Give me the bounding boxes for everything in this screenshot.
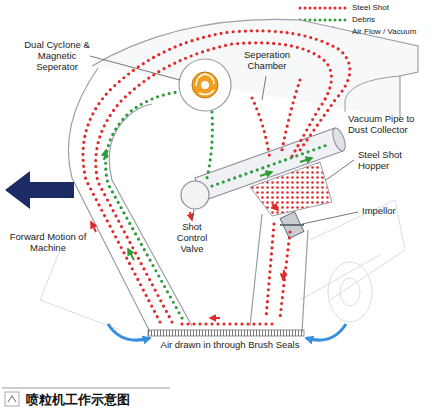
debris-path [212, 144, 330, 186]
debris-arrow [104, 150, 106, 160]
caption-anchor: 喷粒机工作示意图 [26, 391, 130, 409]
wheel [328, 262, 372, 322]
shot-arrow [91, 222, 96, 232]
part-label-anchor: Dual Cyclone & Magnetic Seperator [22, 40, 92, 73]
part-label: Forward Motion of Machine [6, 232, 90, 254]
pipe-mouth [330, 127, 348, 153]
legend-entry: Air Flow / Vacuum [352, 27, 416, 37]
shot-arrow [210, 317, 220, 319]
caption-icon-chevron [8, 396, 16, 402]
legend-text: Steel Shot [352, 3, 389, 13]
steel-shot-flow [83, 31, 350, 324]
cyclone-swirl [196, 74, 214, 94]
part-label-anchor: Shot Control Valve [170, 222, 214, 255]
legend-text: Air Flow / Vacuum [352, 27, 416, 37]
air-intake-arrow [306, 324, 346, 340]
impeller-shaft [280, 224, 304, 226]
caption-rule [2, 388, 170, 389]
cyclone-housing [179, 59, 231, 111]
legend-entry: Debris [352, 15, 375, 25]
frame-line [40, 250, 120, 330]
debris-arrow [128, 249, 134, 260]
debris-flow [106, 92, 330, 318]
leader-line [90, 56, 180, 80]
part-label: Steel Shot Hopper [358, 150, 418, 172]
cyclone-core [192, 72, 218, 98]
shot-path [178, 322, 272, 325]
debris-arrow [260, 172, 272, 176]
legend-text: Debris [352, 15, 375, 25]
caption-icon [5, 392, 19, 406]
chamber-wall [345, 76, 400, 112]
part-label: Dual Cyclone & Magnetic Seperator [22, 40, 92, 73]
part-label-anchor: Seperation Chamber [236, 50, 298, 72]
legend-shot-sample [300, 7, 346, 10]
debris-path [106, 92, 182, 318]
shot-path [252, 98, 270, 160]
leader-lines [90, 56, 358, 224]
leader-line [262, 76, 266, 100]
left-duct-inner [109, 104, 192, 326]
shot-path [280, 232, 290, 318]
figure-caption: 喷粒机工作示意图 [26, 391, 130, 409]
debris-arrows [104, 150, 312, 260]
part-label: Air drawn in through Brush Seals [150, 340, 310, 351]
part-label-anchor: Steel Shot Hopper [358, 150, 418, 172]
impeller [280, 212, 304, 239]
shot-path [282, 80, 300, 150]
shot-arrow [283, 270, 284, 280]
right-duct-outer [302, 230, 308, 332]
shot-path [83, 31, 350, 322]
shot-path [96, 43, 332, 322]
forward-motion-arrow [5, 171, 74, 209]
part-label: Shot Control Valve [170, 222, 214, 255]
shot-arrow [272, 204, 278, 210]
leader-line [192, 210, 194, 219]
part-label: Vacuum Pipe to Dust Collector [348, 114, 430, 136]
frame-line [300, 255, 380, 300]
shot-arrows [91, 204, 284, 318]
brush-seal [148, 330, 304, 336]
part-label-anchor: Vacuum Pipe to Dust Collector [348, 114, 430, 136]
leader-line [302, 212, 358, 224]
part-label: Impellor [362, 206, 396, 217]
machine-wireframe [40, 200, 405, 330]
right-duct-inner [250, 214, 262, 326]
shot-control-valve [181, 181, 209, 209]
shot-path [266, 224, 274, 318]
part-label-anchor: Air drawn in through Brush Seals [150, 340, 310, 351]
part-label-anchor: Forward Motion of Machine [6, 232, 90, 254]
frame-line [310, 200, 405, 300]
legend-entry: Steel Shot [352, 3, 389, 13]
leader-line [326, 160, 354, 180]
part-label-anchor: Impellor [362, 206, 396, 217]
vacuum-pipe [195, 128, 343, 201]
cyclone-hub [201, 81, 209, 89]
air-intake-arrow [108, 324, 150, 340]
part-label: Seperation Chamber [236, 50, 298, 72]
debris-path [206, 112, 212, 182]
debris-arrow [300, 158, 312, 162]
